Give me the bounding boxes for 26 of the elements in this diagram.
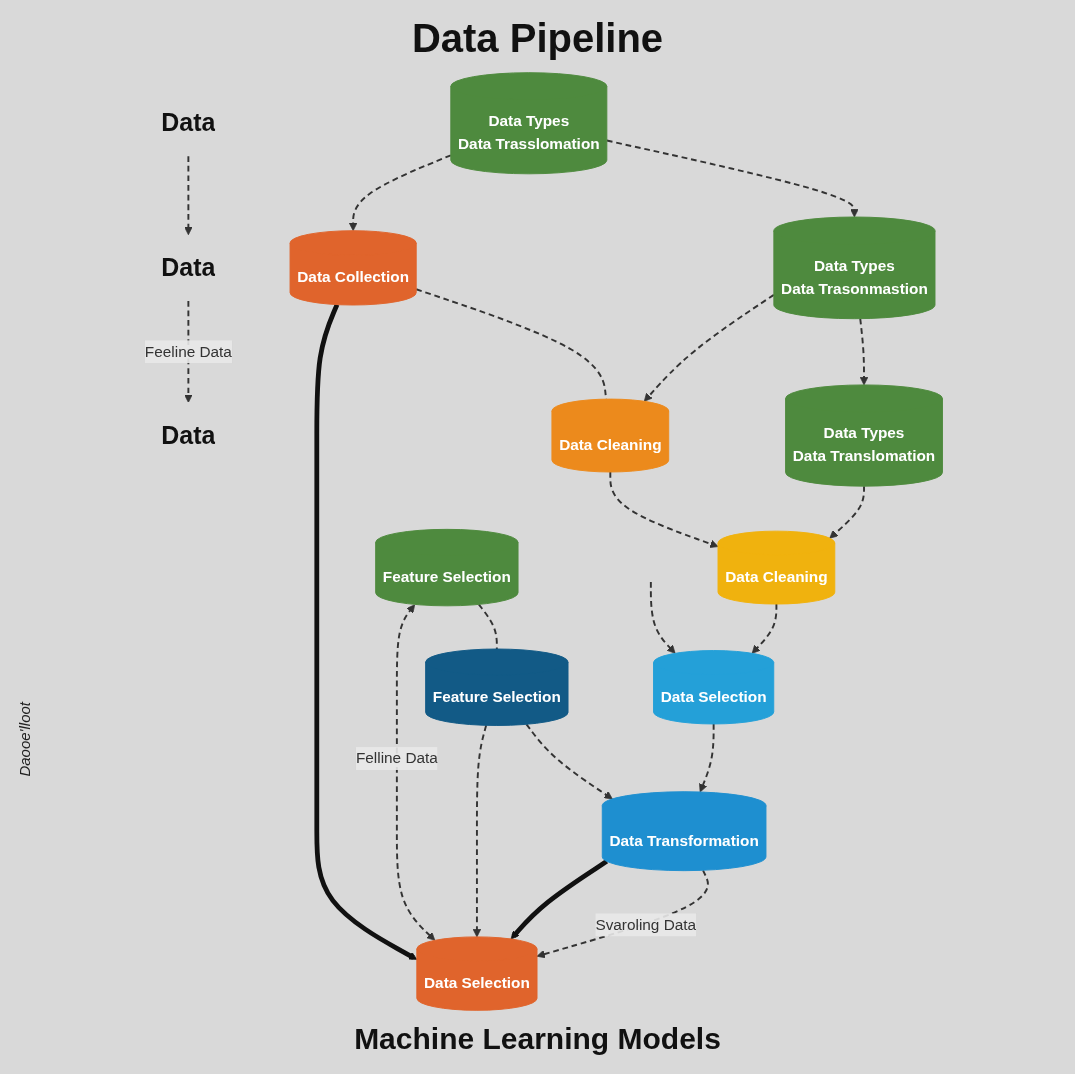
arrow <box>605 139 859 218</box>
arrow <box>609 471 719 548</box>
arrow <box>649 581 676 654</box>
arrow <box>699 723 715 793</box>
edge-label: Felline Data <box>355 749 438 767</box>
arrow <box>314 303 418 960</box>
arrow <box>184 155 193 236</box>
arrow <box>395 604 436 941</box>
arrow <box>472 724 488 938</box>
edge-label: Feeline Data <box>144 343 232 360</box>
edge-label: Svaroling Data <box>595 916 697 933</box>
connector <box>477 603 498 650</box>
arrow <box>643 293 775 402</box>
arrow <box>510 859 609 940</box>
arrow <box>829 485 865 539</box>
arrow <box>859 317 869 386</box>
node-text: Data <box>161 108 216 138</box>
arrow <box>348 154 452 232</box>
diagram-title: Data Pipeline <box>411 16 664 61</box>
arrow <box>525 723 613 800</box>
node-text: Data <box>161 420 216 450</box>
node-text: Data <box>161 252 216 282</box>
note-text: Daooe'lloot <box>16 702 33 777</box>
arrow <box>536 869 709 959</box>
arrow <box>751 603 778 654</box>
caption: Machine Learning Models <box>354 1022 721 1056</box>
